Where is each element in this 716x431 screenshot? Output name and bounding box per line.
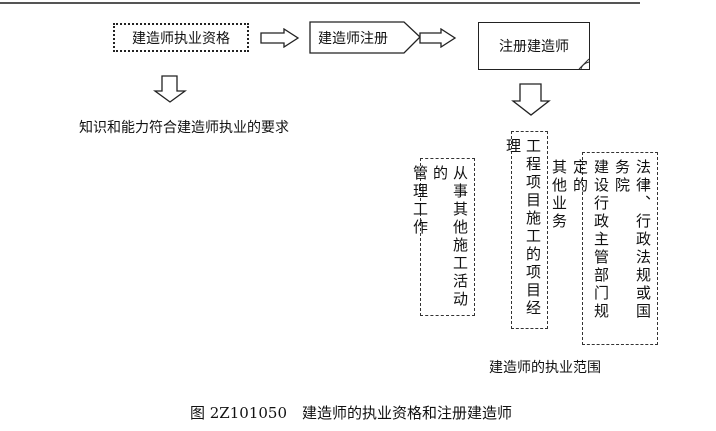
top-rule: [0, 2, 640, 4]
scope-line: 其他业务: [550, 159, 568, 231]
scope-item-project-manager: 工程项目施工的项目经理: [504, 131, 548, 329]
down-arrow-icon: [153, 75, 187, 103]
scope-line: 从事其他施工活动的: [431, 165, 469, 309]
qualification-box: 建造师执业资格: [113, 23, 249, 52]
scope-line: 法律、行政法规或国务院: [613, 159, 652, 321]
scope-item-other-construction: 从事其他施工活动的 管理工作: [411, 158, 475, 316]
requirement-text: 知识和能力符合建造师执业的要求: [79, 120, 289, 136]
scope-title: 建造师的执业范围: [489, 360, 601, 376]
qualification-label: 建造师执业资格: [132, 30, 230, 47]
registered-box: 注册建造师: [478, 22, 590, 70]
scope-line: 建设行政主管部门规定的: [571, 159, 610, 321]
scope-line: 工程项目施工的项目经理: [504, 138, 542, 318]
registered-label: 注册建造师: [499, 39, 569, 55]
figure-caption: 图 2Z101050 建造师的执业资格和注册建造师: [190, 404, 512, 422]
scope-line: 管理工作: [411, 165, 429, 237]
scope-item-other-business: 法律、行政法规或国务院 建设行政主管部门规定的 其他业务: [550, 152, 658, 345]
right-arrow-icon: [419, 28, 457, 48]
right-arrow-icon: [260, 28, 300, 48]
registration-box: [309, 21, 421, 54]
down-arrow-icon: [511, 83, 551, 116]
page-curl-icon: [578, 58, 590, 70]
registration-label: 建造师注册: [318, 31, 388, 47]
